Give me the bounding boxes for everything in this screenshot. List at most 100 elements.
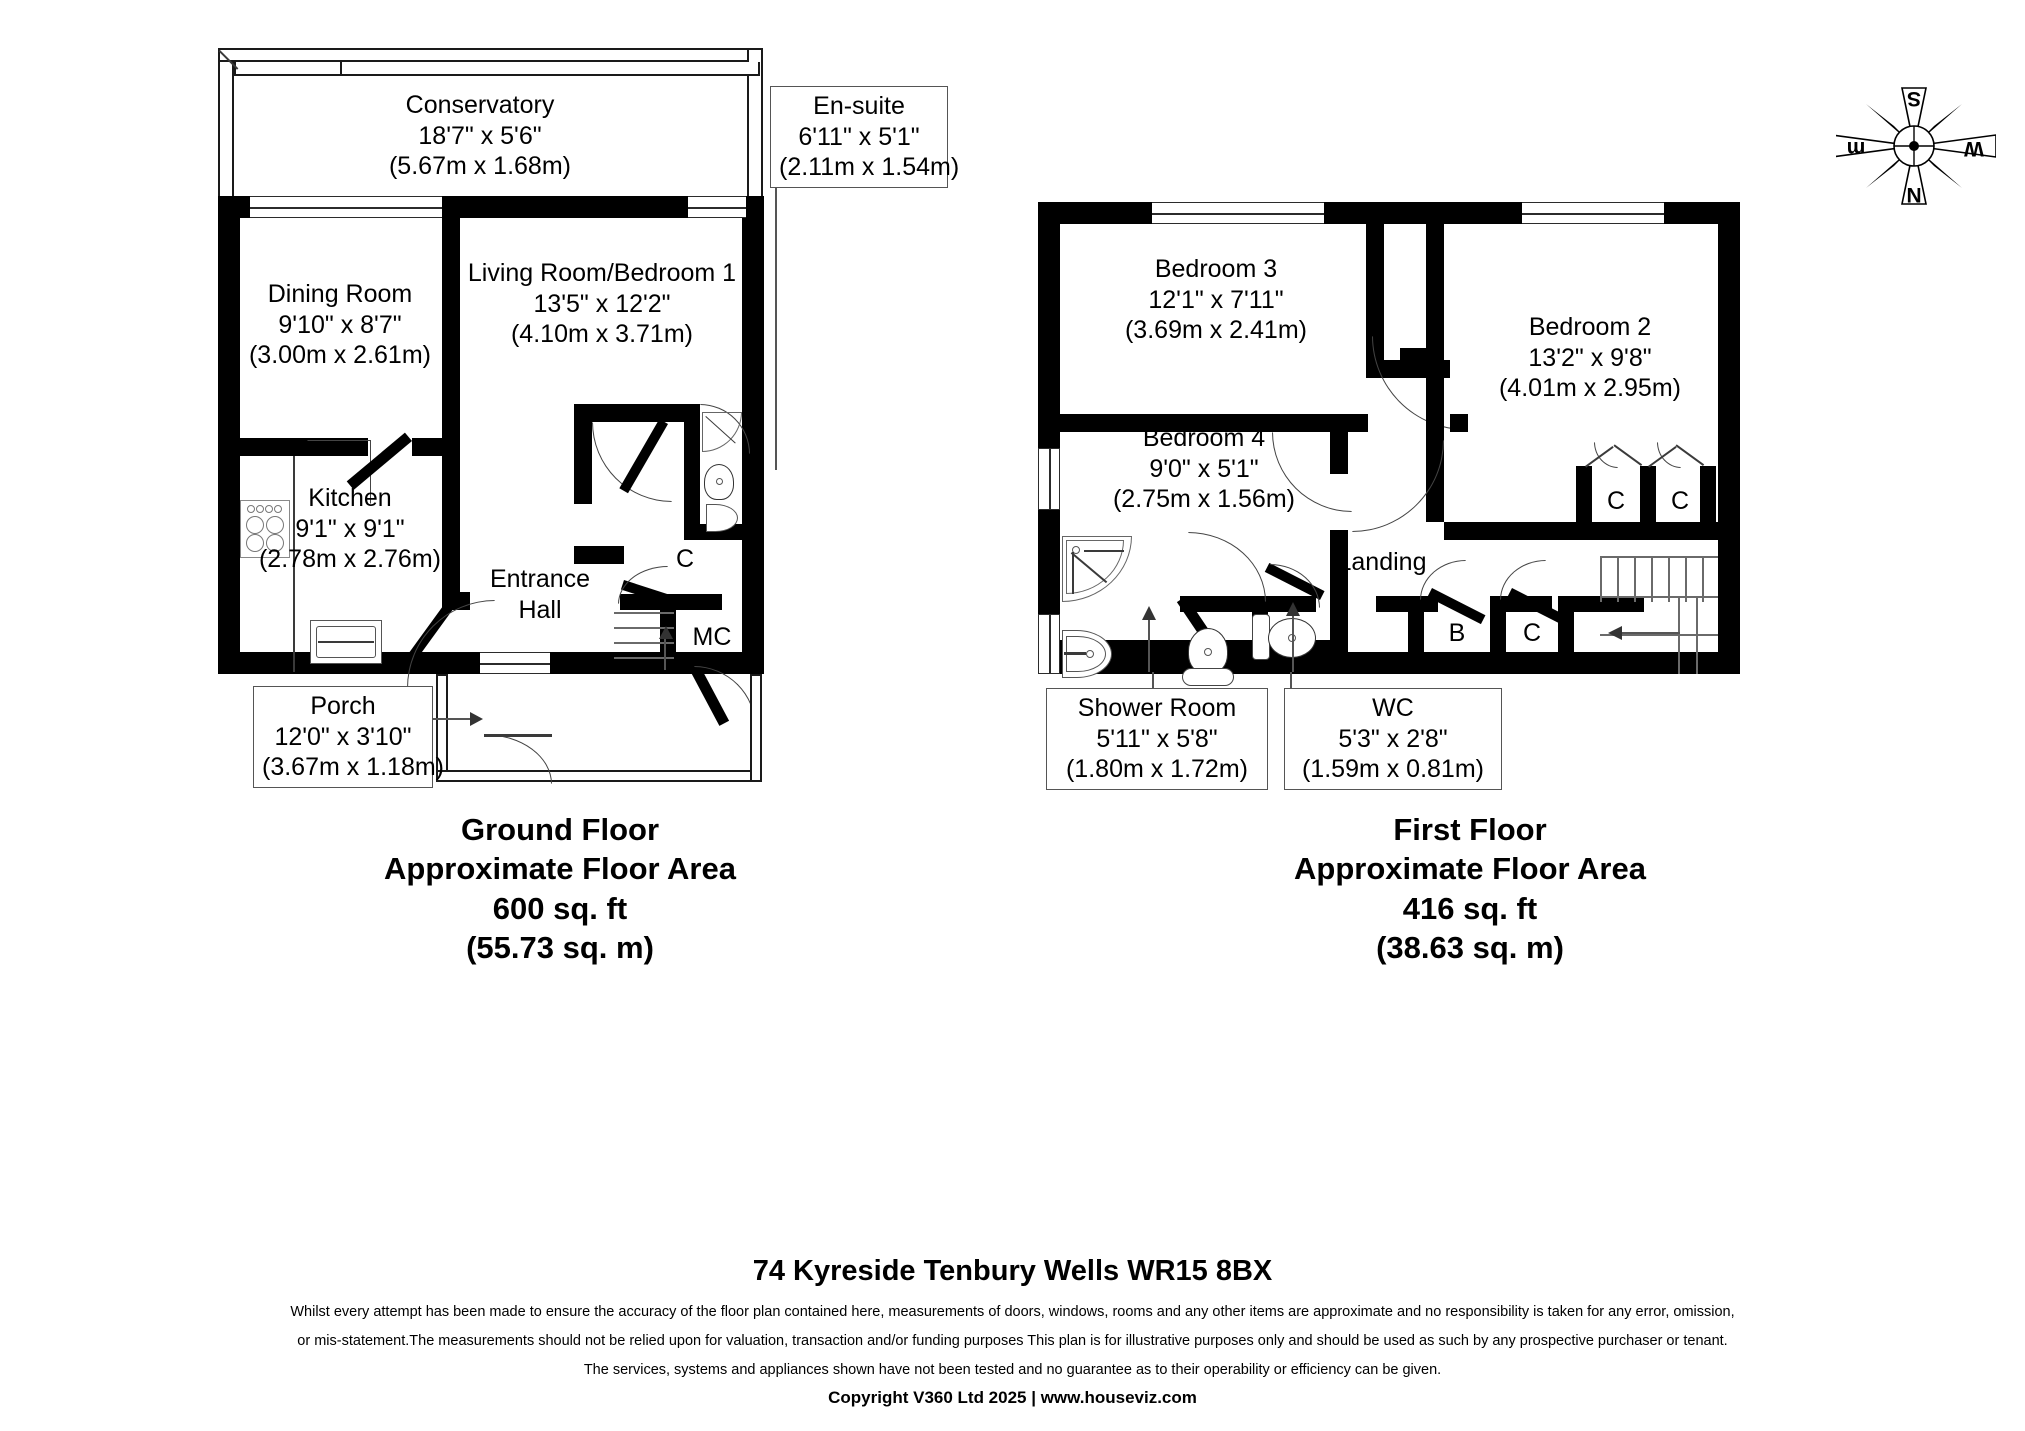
kitchen-name: Kitchen <box>308 484 392 512</box>
room-label-living: Living Room/Bedroom 1 13'5" x 12'2" (4.1… <box>460 258 744 350</box>
gf-caption-sqft: 600 sq. ft <box>492 890 628 926</box>
ff-shower-vert <box>1072 552 1074 594</box>
bedroom4-name: Bedroom 4 <box>1142 424 1266 452</box>
porch-imperial: 12'0" x 3'10" <box>274 722 412 751</box>
gf-wall-left <box>218 196 240 674</box>
ff-cupboard-arc-1 <box>1594 442 1618 468</box>
cupboard-label-ff-1: C <box>1606 487 1626 515</box>
ff-caption-area-label: Approximate Floor Area <box>1294 851 1646 887</box>
ff-cupboard-wall-3 <box>1700 466 1716 538</box>
ff-cupboard-wall-1 <box>1576 466 1592 538</box>
kitchen-metric: (2.78m x 2.76m) <box>258 545 441 573</box>
porch-door-arc <box>484 734 552 784</box>
gf-front-door-opening <box>480 652 550 674</box>
ff-landing-arrow-head <box>1286 602 1300 616</box>
porch-leader-arrow <box>470 712 483 726</box>
compass-rose: S N m W <box>1836 78 1996 208</box>
compass-south-label: S <box>1907 87 1921 110</box>
gf-wall-ensuite-left <box>684 404 700 526</box>
ff-stairs-arrow-head <box>1608 626 1622 640</box>
ff-wall-b-left <box>1408 596 1424 672</box>
bedroom4-imperial: 9'0" x 5'1" <box>1149 454 1259 483</box>
room-label-dining: Dining Room 9'10" x 8'7" (3.00m x 2.61m) <box>240 279 440 371</box>
dining-imperial: 9'10" x 8'7" <box>278 310 402 339</box>
property-address: 74 Kyreside Tenbury Wells WR15 8BX <box>752 1255 1273 1287</box>
ground-floor-caption: Ground Floor Approximate Floor Area 600 … <box>230 810 890 967</box>
ff-wall-b-right <box>1490 596 1506 672</box>
room-label-kitchen: Kitchen 9'1" x 9'1" (2.78m x 2.76m) <box>250 483 450 575</box>
disclaimer-line-1: Whilst every attempt has been made to en… <box>290 1304 1735 1320</box>
room-label-bedroom4: Bedroom 4 9'0" x 5'1" (2.75m x 1.56m) <box>1064 423 1344 515</box>
ff-basin-tap-bar <box>1064 652 1086 655</box>
compass-east-label: W <box>1964 137 1984 160</box>
ff-shower-door-arc <box>1188 532 1266 602</box>
ensuite-metric: (2.11m x 1.54m) <box>779 153 960 181</box>
conservatory-imperial: 18'7" x 5'6" <box>418 121 542 150</box>
ff-window-bedroom4 <box>1038 448 1060 510</box>
ff-window-shower-room <box>1038 614 1060 674</box>
ff-staircase <box>1600 556 1718 674</box>
porch-door-leaf <box>484 734 552 737</box>
gf-wall-living-hall <box>574 404 592 504</box>
ff-shower-rail <box>1084 550 1124 552</box>
ff-wc-cistern-shower <box>1182 668 1234 686</box>
ensuite-callout: En-suite 6'11" x 5'1" (2.11m x 1.54m) <box>770 86 960 188</box>
gf-window-living <box>688 196 746 218</box>
ff-wall-b4-east <box>1330 530 1348 656</box>
copyright-line: Copyright V360 Ltd 2025 | www.houseviz.c… <box>828 1388 1197 1407</box>
wc-imperial: 5'3" x 2'8" <box>1338 724 1448 753</box>
porch-callout: Porch 12'0" x 3'10" (3.67m x 1.18m) <box>253 686 445 788</box>
ff-shower-head-dot <box>1072 546 1080 554</box>
wc-leader <box>1290 672 1292 700</box>
cupboard-label-ff-3: C <box>1522 619 1542 647</box>
shower-room-callout: Shower Room 5'11" x 5'8" (1.80m x 1.72m) <box>1046 688 1268 790</box>
ff-cupboard-wall-2 <box>1640 466 1656 538</box>
first-floor-caption: First Floor Approximate Floor Area 416 s… <box>790 810 2025 967</box>
ff-wc-bowl-dot <box>1204 648 1212 656</box>
ff-wall-b3-b4 <box>1060 414 1368 432</box>
shower-room-metric: (1.80m x 1.72m) <box>1065 755 1248 783</box>
ff-wall-bc-top-2 <box>1558 596 1644 612</box>
gf-caption-title: Ground Floor <box>460 812 660 847</box>
ff-shower-arrow-head <box>1142 606 1156 620</box>
compass-west-label: m <box>1847 137 1866 160</box>
gf-staircase <box>614 612 674 674</box>
porch-wall-right <box>750 674 762 782</box>
shower-room-name: Shower Room <box>1077 694 1237 722</box>
wc-metric: (1.59m x 0.81m) <box>1301 755 1484 783</box>
ff-c-door-arc <box>1500 560 1546 600</box>
conservatory-glazing-left <box>234 62 344 76</box>
ff-shower-arrow-line <box>1148 618 1150 672</box>
cupboard-label-gf: C <box>675 545 695 573</box>
front-door-arc <box>694 666 756 728</box>
ensuite-leader-vertical <box>775 88 777 470</box>
gf-caption-area-label: Approximate Floor Area <box>384 851 736 887</box>
ensuite-imperial: 6'11" x 5'1" <box>798 122 920 151</box>
ff-caption-title: First Floor <box>1393 812 1547 847</box>
ff-stairs-arrow-horiz <box>1622 632 1680 634</box>
conservatory-name: Conservatory <box>405 91 555 119</box>
room-label-entrance-hall: Entrance Hall <box>450 564 630 625</box>
bedroom2-name: Bedroom 2 <box>1528 313 1652 341</box>
compass-north-label: N <box>1906 183 1921 206</box>
gf-caption-sqm: (55.73 sq. m) <box>466 930 654 966</box>
entrance-hall-second: Hall <box>518 595 562 624</box>
gf-stairs-arrow-line <box>664 636 666 670</box>
kitchen-sink-divider <box>318 641 374 643</box>
disclaimer-line-3: The services, systems and appliances sho… <box>583 1362 1442 1378</box>
bedroom2-imperial: 13'2" x 9'8" <box>1528 343 1652 372</box>
disclaimer-line-2: or mis-statement.The measurements should… <box>297 1333 1728 1349</box>
kitchen-worktop-line <box>293 456 295 672</box>
ff-wall-left <box>1038 202 1060 674</box>
bedroom3-imperial: 12'1" x 7'11" <box>1148 285 1284 314</box>
ff-wall-right <box>1718 202 1740 674</box>
gf-wall-kitchen-hall <box>442 484 460 594</box>
porch-metric: (3.67m x 1.18m) <box>262 753 445 781</box>
bedroom2-metric: (4.01m x 2.95m) <box>1498 374 1681 402</box>
kitchen-imperial: 9'1" x 9'1" <box>295 514 405 543</box>
ensuite-name: En-suite <box>813 92 905 120</box>
ff-window-bedroom2 <box>1522 202 1664 224</box>
conservatory-wall-top <box>218 48 763 62</box>
wc-callout: WC 5'3" x 2'8" (1.59m x 0.81m) <box>1284 688 1502 790</box>
